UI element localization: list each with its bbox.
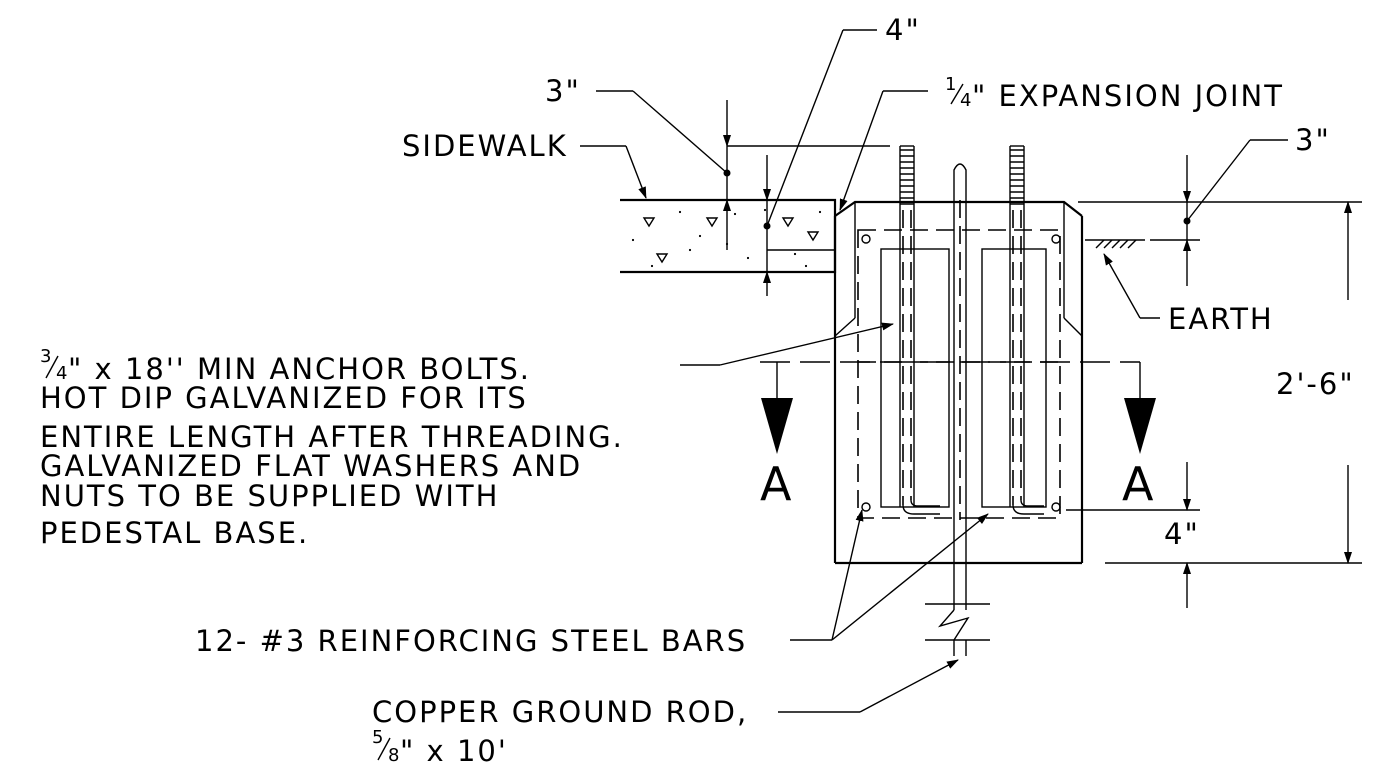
rebar-cage bbox=[857, 229, 1061, 519]
anchor-bolt-fraction-numerator: 3 bbox=[40, 346, 51, 367]
sidewalk-label: SIDEWALK bbox=[402, 129, 568, 163]
dimension-label-top-4in: 4" bbox=[885, 13, 921, 47]
dimension-label-overall: 2'-6" bbox=[1276, 367, 1355, 401]
dimension-overall bbox=[1078, 201, 1362, 564]
ground-rod-fraction-denominator: 8 bbox=[388, 745, 399, 766]
ground-rod-note-line-2: " x 10' bbox=[400, 734, 508, 766]
expansion-joint-fraction-denominator: 4 bbox=[960, 90, 971, 111]
dimension-bottom bbox=[1066, 462, 1200, 608]
anchor-bolt-note-line-4: GALVANIZED FLAT WASHERS AND bbox=[40, 449, 582, 483]
ground-rod-note: COPPER GROUND ROD, 5 8 " x 10' bbox=[372, 695, 748, 766]
dimension-label-right-3in: 3" bbox=[1295, 123, 1331, 157]
concrete-foundation bbox=[833, 200, 1084, 565]
anchor-bolt-note-line-5: NUTS TO BE SUPPLIED WITH bbox=[40, 479, 499, 513]
dimension-sidewalk bbox=[596, 29, 890, 296]
earth-label: EARTH bbox=[1168, 302, 1274, 336]
ground-rod bbox=[925, 163, 990, 656]
rebar-label: 12- #3 REINFORCING STEEL BARS bbox=[195, 624, 747, 658]
dimension-label-top-3in: 3" bbox=[545, 74, 581, 108]
sidewalk-leader bbox=[580, 145, 647, 199]
anchor-bolt-note-line-2: HOT DIP GALVANIZED FOR ITS bbox=[40, 381, 528, 415]
expansion-joint-label: " EXPANSION JOINT bbox=[972, 79, 1284, 113]
anchor-bolt-left bbox=[880, 145, 950, 515]
dimension-earth bbox=[1150, 139, 1288, 286]
ground-rod-note-line-1: COPPER GROUND ROD, bbox=[372, 695, 748, 729]
anchor-bolt-right bbox=[981, 145, 1047, 515]
anchor-bolt-leader bbox=[680, 322, 894, 366]
concrete-hatch bbox=[631, 208, 822, 268]
anchor-bolt-note-line-6: PEDESTAL BASE. bbox=[40, 516, 309, 550]
anchor-bolt-note-line-3: ENTIRE LENGTH AFTER THREADING. bbox=[40, 420, 624, 454]
dimension-label-bottom-4in: 4" bbox=[1164, 517, 1200, 551]
anchor-bolt-note-line-1: " x 18'' MIN ANCHOR BOLTS. bbox=[68, 352, 531, 386]
section-cut-a bbox=[760, 361, 1156, 454]
anchor-bolt-fraction-denominator: 4 bbox=[56, 363, 67, 384]
section-label-right: A bbox=[1122, 457, 1154, 511]
ground-rod-fraction-numerator: 5 bbox=[372, 727, 383, 748]
expansion-joint-fraction-numerator: 1 bbox=[945, 74, 956, 95]
anchor-bolt-note: 3 4 " x 18'' MIN ANCHOR BOLTS. HOT DIP G… bbox=[40, 346, 624, 550]
rebar-leader bbox=[790, 509, 989, 641]
section-label-left: A bbox=[760, 457, 792, 511]
earth-grade bbox=[1085, 239, 1145, 249]
expansion-joint-leader bbox=[839, 90, 928, 211]
earth-leader bbox=[1103, 253, 1160, 319]
ground-rod-leader bbox=[778, 659, 959, 713]
